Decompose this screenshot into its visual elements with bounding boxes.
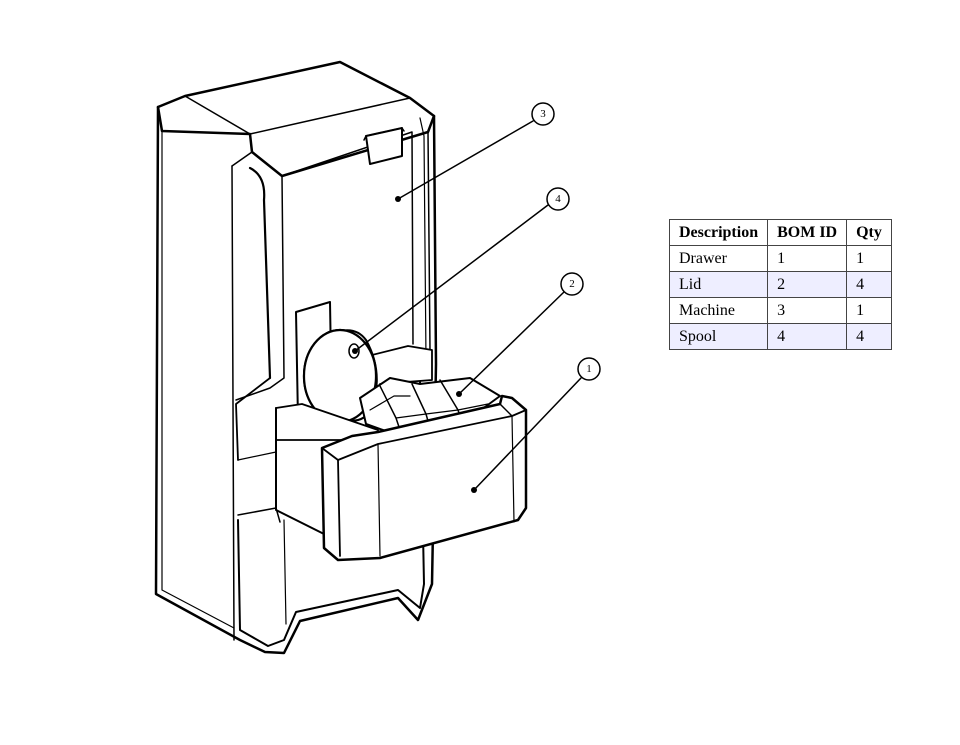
cell-bom-id: 2 xyxy=(767,271,848,298)
leader-line-1 xyxy=(473,377,582,491)
table-row: Machine 3 1 xyxy=(668,297,892,324)
drawer xyxy=(275,394,528,562)
callout-balloon-1: 1 xyxy=(577,357,601,381)
column-header-bom-id: BOM ID xyxy=(767,219,848,246)
leader-line-2 xyxy=(458,291,565,395)
callout-number: 3 xyxy=(540,108,546,120)
cell-bom-id: 1 xyxy=(767,245,848,272)
callout-number: 2 xyxy=(569,278,575,290)
callout-balloon-3: 3 xyxy=(531,102,555,126)
callout-balloon-4: 4 xyxy=(546,187,570,211)
cell-qty: 4 xyxy=(846,271,892,298)
cell-description: Spool xyxy=(668,323,769,350)
leader-line-3 xyxy=(397,120,534,200)
cell-bom-id: 3 xyxy=(767,297,848,324)
machine-housing xyxy=(154,60,438,655)
table-row: Spool 4 4 xyxy=(668,323,892,350)
callout-number: 4 xyxy=(555,193,561,205)
leader-dots xyxy=(352,196,477,493)
cell-description: Machine xyxy=(668,297,769,324)
bom-table: Description BOM ID Qty Drawer 1 1 Lid 2 … xyxy=(668,219,892,350)
leader-dot-1 xyxy=(471,487,477,493)
cell-bom-id: 4 xyxy=(767,323,848,350)
table-row: Drawer 1 1 xyxy=(668,245,892,272)
leader-lines xyxy=(354,120,582,491)
leader-dot-3 xyxy=(395,196,401,202)
leader-dot-4 xyxy=(352,348,358,354)
leader-dot-2 xyxy=(456,391,462,397)
cell-description: Drawer xyxy=(668,245,769,272)
cell-qty: 4 xyxy=(846,323,892,350)
bom-header-row: Description BOM ID Qty xyxy=(668,219,892,246)
cell-description: Lid xyxy=(668,271,769,298)
cell-qty: 1 xyxy=(846,245,892,272)
spool xyxy=(302,328,378,424)
cell-qty: 1 xyxy=(846,297,892,324)
table-row: Lid 2 4 xyxy=(668,271,892,298)
leader-line-4 xyxy=(354,204,549,352)
column-header-qty: Qty xyxy=(846,219,892,246)
column-header-description: Description xyxy=(668,219,769,246)
callout-balloon-2: 2 xyxy=(560,272,584,296)
callout-number: 1 xyxy=(586,363,592,375)
